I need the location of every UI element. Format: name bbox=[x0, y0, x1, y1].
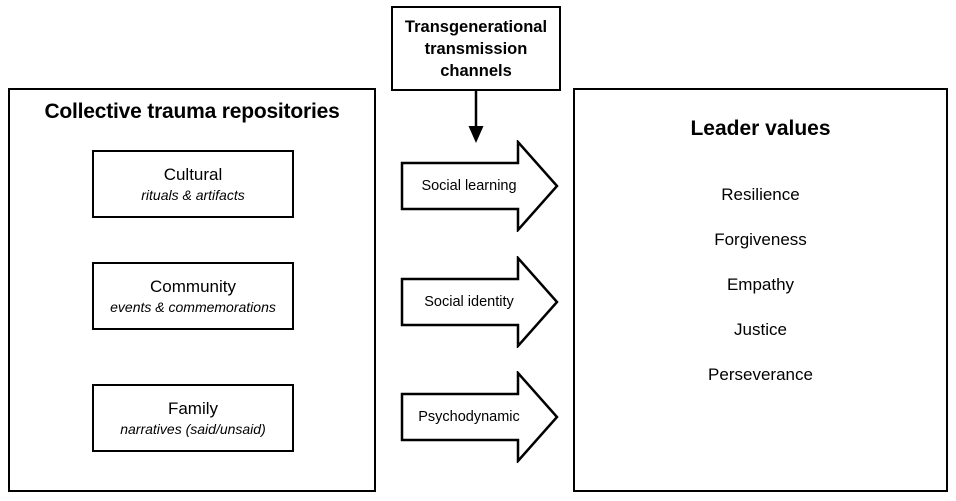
repository-subtitle-community: events & commemorations bbox=[110, 298, 276, 315]
leader-value-item: Justice bbox=[734, 320, 787, 339]
channel-arrow-psychodynamic: Psychodynamic bbox=[400, 371, 560, 463]
repository-title-family: Family bbox=[167, 398, 219, 418]
repository-title-community: Community bbox=[150, 276, 236, 296]
leader-value-item: Empathy bbox=[726, 275, 795, 294]
leader-value-item: Perseverance bbox=[708, 365, 813, 384]
repository-title-cultural: Cultural bbox=[163, 164, 223, 184]
repository-box-family: Family narratives (said/unsaid) bbox=[92, 384, 294, 452]
channel-arrow-label-social-learning: Social learning bbox=[421, 178, 517, 194]
leader-value-item: Forgiveness bbox=[714, 230, 807, 249]
channels-title-line-1: Transgenerational bbox=[404, 17, 548, 36]
channel-arrow-social-identity: Social identity bbox=[400, 256, 560, 348]
repository-box-community: Community events & commemorations bbox=[92, 262, 294, 330]
repository-subtitle-cultural: rituals & artifacts bbox=[141, 186, 245, 203]
leader-value-item: Resilience bbox=[721, 185, 800, 204]
channel-arrow-label-social-identity: Social identity bbox=[424, 294, 514, 310]
leader-values-panel: Leader values Resilience Forgiveness Emp… bbox=[573, 88, 948, 492]
downward-arrow-icon bbox=[455, 89, 497, 145]
channels-title-line-2: transmission bbox=[424, 39, 528, 58]
right-panel-title: Leader values bbox=[690, 117, 831, 140]
channel-arrow-social-learning: Social learning bbox=[400, 140, 560, 232]
collective-trauma-repositories-panel: Collective trauma repositories Cultural … bbox=[8, 88, 376, 492]
channel-arrow-label-psychodynamic: Psychodynamic bbox=[418, 409, 520, 425]
left-panel-title: Collective trauma repositories bbox=[44, 100, 340, 123]
repository-box-cultural: Cultural rituals & artifacts bbox=[92, 150, 294, 218]
transgenerational-transmission-channels-box: Transgenerational transmission channels bbox=[391, 6, 561, 91]
leader-values-list: Resilience Forgiveness Empathy Justice P… bbox=[575, 185, 946, 410]
channels-title-line-3: channels bbox=[440, 61, 512, 80]
repository-subtitle-family: narratives (said/unsaid) bbox=[120, 420, 266, 437]
